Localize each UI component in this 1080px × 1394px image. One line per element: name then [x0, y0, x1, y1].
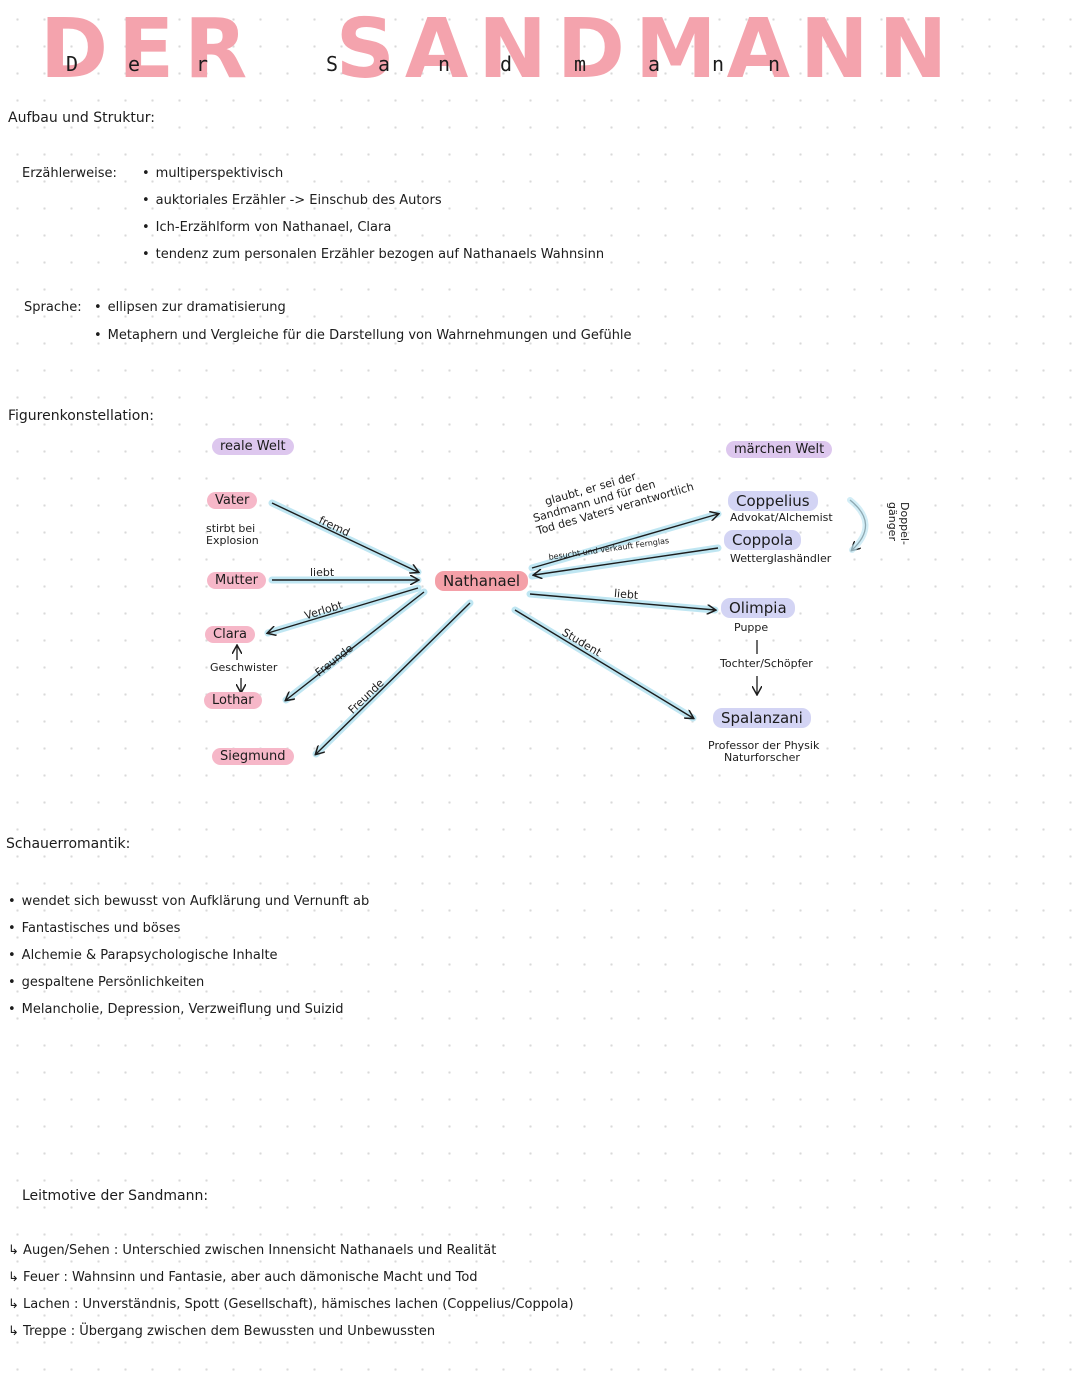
arrow-nathanael-clara: [268, 587, 419, 633]
title-letter: m: [574, 52, 587, 76]
note-line: Professor der Physik: [708, 739, 820, 752]
node-doppelgaenger: Doppel- gänger: [886, 502, 911, 545]
section-heading-aufbau: Aufbau und Struktur:: [8, 110, 155, 126]
node-vater-note: stirbt bei Explosion: [206, 523, 259, 547]
list-item: Melancholie, Depression, Verzweiflung un…: [8, 1002, 344, 1017]
list-item: multiperspektivisch: [142, 166, 284, 181]
title-letter: a: [648, 52, 661, 76]
fairy-world-label: märchen Welt: [726, 441, 833, 458]
title-letter: r: [196, 52, 209, 76]
node-tochter: Tochter/Schöpfer: [720, 657, 813, 670]
doppelgaenger-glow: [847, 497, 869, 553]
title-letter: e: [128, 52, 141, 76]
return-arrow-icon: ↳: [8, 1324, 19, 1339]
node-lothar: Lothar: [204, 692, 262, 709]
title-letter: n: [712, 52, 725, 76]
motif-text: Treppe : Übergang zwischen dem Bewussten…: [23, 1324, 436, 1339]
erzaehlweise-label: Erzählerweise:: [22, 166, 117, 181]
node-coppelius-note: Advokat/Alchemist: [730, 511, 833, 524]
arrow-nathanael-lothar: [286, 591, 425, 700]
sprache-label: Sprache:: [24, 300, 82, 315]
list-item: ellipsen zur dramatisierung: [94, 300, 286, 315]
character-diagram-arrows: [0, 497, 869, 758]
title-letter: n: [438, 52, 451, 76]
section-heading-leitmotive: Leitmotive der Sandmann:: [22, 1188, 209, 1204]
arrow-vater-nathanael: [271, 502, 418, 572]
motif-text: Augen/Sehen : Unterschied zwischen Innen…: [23, 1243, 497, 1258]
return-arrow-icon: ↳: [8, 1270, 19, 1285]
note-line: Naturforscher: [724, 751, 800, 764]
title-letter: d: [500, 52, 513, 76]
node-coppola-note: Wetterglashändler: [730, 552, 832, 565]
list-item: ↳ Lachen : Unverständnis, Spott (Gesells…: [8, 1297, 574, 1312]
page-title: DER SANDMANN: [40, 2, 958, 97]
node-geschwister: Geschwister: [210, 661, 278, 674]
real-world-label: reale Welt: [212, 438, 294, 455]
list-item: tendenz zum personalen Erzähler bezogen …: [142, 247, 604, 262]
motif-text: Lachen : Unverständnis, Spott (Gesellsch…: [23, 1297, 574, 1312]
note-line: gänger: [886, 502, 899, 541]
list-item: Metaphern und Vergleiche für die Darstel…: [94, 328, 632, 343]
note-line: Doppel-: [898, 502, 911, 545]
arrow-lines: [268, 502, 719, 754]
list-item: ↳ Augen/Sehen : Unterschied zwischen Inn…: [8, 1243, 496, 1258]
list-item: gespaltene Persönlichkeiten: [8, 975, 205, 990]
node-spalanzani: Spalanzani: [713, 708, 811, 728]
return-arrow-icon: ↳: [8, 1243, 19, 1258]
edge-label-mutter: liebt: [310, 566, 335, 579]
node-spalanzani-note: Professor der Physik Naturforscher: [708, 740, 819, 764]
node-mutter: Mutter: [207, 572, 266, 589]
node-nathanael: Nathanael: [435, 571, 529, 591]
list-item: auktoriales Erzähler -> Einschub des Aut…: [142, 193, 442, 208]
arrow-coppola-nathanael: [534, 547, 719, 575]
return-arrow-icon: ↳: [8, 1297, 19, 1312]
node-olimpia: Olimpia: [721, 598, 795, 618]
node-siegmund: Siegmund: [212, 748, 294, 765]
list-item: Fantastisches und böses: [8, 921, 181, 936]
list-item: ↳ Feuer : Wahnsinn und Fantasie, aber au…: [8, 1270, 478, 1285]
section-heading-schauer: Schauerromantik:: [6, 836, 131, 852]
note-line: stirbt bei: [206, 522, 256, 535]
title-letter: n: [768, 52, 781, 76]
arrow-nathanael-coppelius: [531, 514, 718, 569]
title-letter: a: [378, 52, 391, 76]
node-vater: Vater: [207, 492, 258, 509]
list-item: ↳ Treppe : Übergang zwischen dem Bewusst…: [8, 1324, 435, 1339]
note-line: Explosion: [206, 534, 259, 547]
list-item: Alchemie & Parapsychologische Inhalte: [8, 948, 278, 963]
list-item: Ich-Erzählform von Nathanael, Clara: [142, 220, 392, 235]
list-item: wendet sich bewusst von Aufklärung und V…: [8, 894, 370, 909]
arrow-nathanael-olimpia: [529, 593, 715, 610]
arrow-nathanael-siegmund: [316, 602, 471, 754]
node-olimpia-note: Puppe: [734, 621, 769, 634]
title-letter: S: [326, 52, 339, 76]
title-letter: D: [66, 52, 79, 76]
node-coppelius: Coppelius: [728, 491, 818, 511]
arrow-nathanael-spalanzani: [514, 609, 693, 718]
section-heading-figuren: Figurenkonstellation:: [8, 408, 154, 424]
motif-text: Feuer : Wahnsinn und Fantasie, aber auch…: [23, 1270, 478, 1285]
edge-label-olimpia: liebt: [613, 586, 639, 603]
node-coppola: Coppola: [724, 530, 802, 550]
node-clara: Clara: [205, 626, 255, 643]
